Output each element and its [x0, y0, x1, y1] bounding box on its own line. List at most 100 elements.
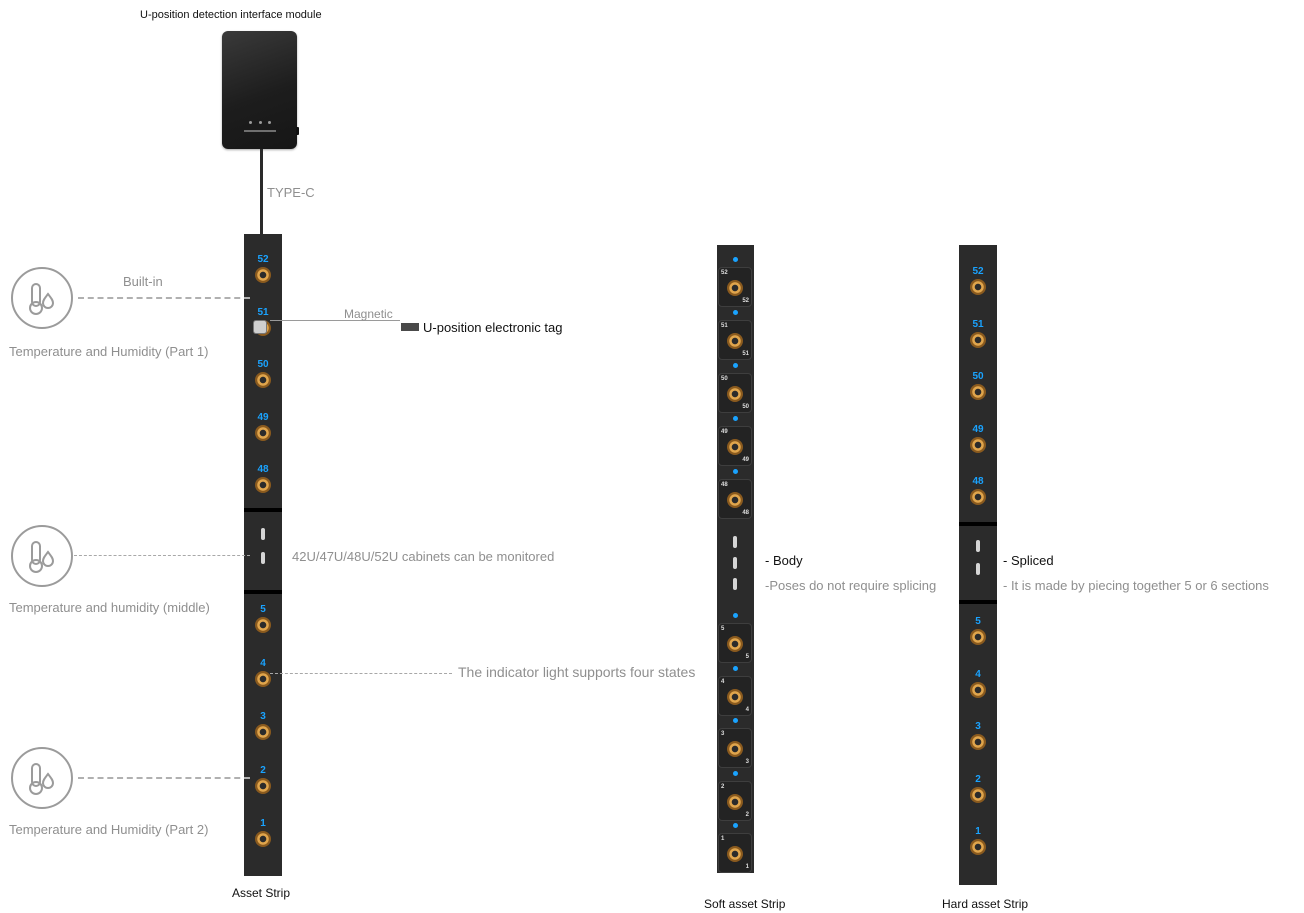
unit-contact	[727, 688, 743, 705]
unit-number-label: 5	[975, 616, 981, 627]
unit-contact	[255, 831, 271, 847]
hard-note-desc: - It is made by piecing together 5 or 6 …	[1003, 578, 1269, 593]
unit-number-label: 48	[972, 476, 984, 487]
unit-contact	[255, 477, 271, 493]
unit-number-label: 52	[257, 254, 269, 265]
unit-number-label: 2	[745, 811, 749, 818]
unit-number-label: 49	[257, 411, 269, 423]
soft-note-title: - Body	[765, 553, 803, 568]
strip-divider-bottom	[244, 590, 282, 594]
asset-strip-caption: Asset Strip	[232, 886, 291, 900]
type-c-cable	[260, 149, 263, 235]
unit-number-label: 50	[972, 371, 984, 382]
unit-number-label: 2	[975, 773, 981, 785]
module-title: U-position detection interface module	[140, 9, 322, 21]
middle-connector	[74, 555, 250, 556]
indicator-connector	[270, 673, 452, 674]
module-port	[296, 127, 299, 135]
unit-number-label: 52	[721, 270, 728, 276]
unit-contact	[970, 279, 986, 295]
module-leds	[249, 121, 271, 125]
unit-number-label: 5	[721, 626, 725, 632]
unit-number-label: 4	[721, 678, 725, 685]
builtin-label: Built-in	[123, 274, 163, 289]
cabinets-note: 42U/47U/48U/52U cabinets can be monitore…	[292, 549, 555, 564]
unit-number-label: 48	[742, 510, 749, 516]
unit-contact	[970, 331, 986, 348]
unit-number-label: 4	[975, 668, 981, 680]
indicator-dot	[733, 363, 738, 368]
unit-contact	[255, 617, 271, 633]
indicator-dot	[733, 416, 738, 421]
unit-number-label: 50	[721, 376, 728, 382]
strip-slot	[976, 540, 980, 552]
sensor-part2-label: Temperature and Humidity (Part 2)	[9, 822, 209, 837]
soft-unit-module: 52 52	[718, 267, 752, 307]
unit-number-label: 50	[742, 404, 749, 410]
magnetic-label: Magnetic	[344, 307, 393, 321]
builtin-connector	[78, 297, 250, 299]
strip-slot	[733, 557, 737, 569]
electronic-tag-icon	[401, 323, 419, 331]
unit-contact	[970, 489, 986, 505]
unit-contact	[255, 670, 271, 687]
unit-contact	[255, 372, 271, 388]
indicator-dot	[733, 770, 738, 776]
unit-contact	[970, 786, 986, 803]
unit-contact	[255, 267, 271, 283]
unit-number-label: 48	[721, 482, 728, 488]
soft-strip-caption: Soft asset Strip	[704, 897, 786, 911]
strip-slot	[976, 563, 980, 575]
thermometer-droplet-icon	[11, 747, 73, 809]
unit-number-label: 49	[742, 457, 749, 463]
strip-divider-bottom	[959, 600, 997, 604]
unit-number-label: 3	[721, 731, 725, 737]
unit-contact	[727, 793, 743, 810]
unit-number-label: 1	[260, 818, 266, 829]
magnetic-line	[270, 320, 400, 321]
strip-slot	[733, 578, 737, 590]
unit-contact	[970, 734, 986, 750]
electronic-tag-label: U-position electronic tag	[423, 320, 563, 335]
indicator-dot	[733, 310, 738, 315]
unit-number-label: 52	[742, 298, 749, 304]
strip-slot	[261, 552, 265, 564]
indicator-dot	[733, 469, 738, 474]
unit-number-label: 2	[260, 764, 266, 776]
unit-number-label: 49	[972, 423, 984, 435]
unit-number-label: 48	[257, 464, 269, 475]
unit-contact	[255, 424, 271, 441]
unit-number-label: 50	[257, 359, 269, 370]
strip-divider-top	[959, 522, 997, 526]
indicator-dot	[733, 823, 738, 828]
sensor-middle-label: Temperature and humidity (middle)	[9, 600, 210, 615]
unit-contact	[727, 439, 743, 455]
unit-number-label: 4	[260, 657, 266, 669]
strip-slot	[261, 528, 265, 540]
unit-contact	[727, 636, 743, 652]
electronic-tag-chip	[253, 320, 267, 334]
unit-contact	[970, 839, 986, 855]
unit-number-label: 51	[257, 306, 269, 318]
unit-number-label: 51	[721, 323, 728, 329]
unit-number-label: 1	[721, 836, 725, 842]
unit-number-label: 5	[745, 654, 749, 660]
unit-contact	[970, 629, 986, 645]
indicator-dot	[733, 665, 738, 671]
unit-contact	[970, 384, 986, 400]
part2-connector	[78, 777, 250, 779]
interface-module	[222, 31, 299, 149]
indicator-dot	[733, 718, 738, 723]
unit-number-label: 5	[260, 604, 266, 615]
strip-divider-top	[244, 508, 282, 512]
unit-number-label: 1	[975, 826, 981, 837]
unit-contact	[255, 777, 271, 794]
hard-note-title: - Spliced	[1003, 553, 1054, 568]
